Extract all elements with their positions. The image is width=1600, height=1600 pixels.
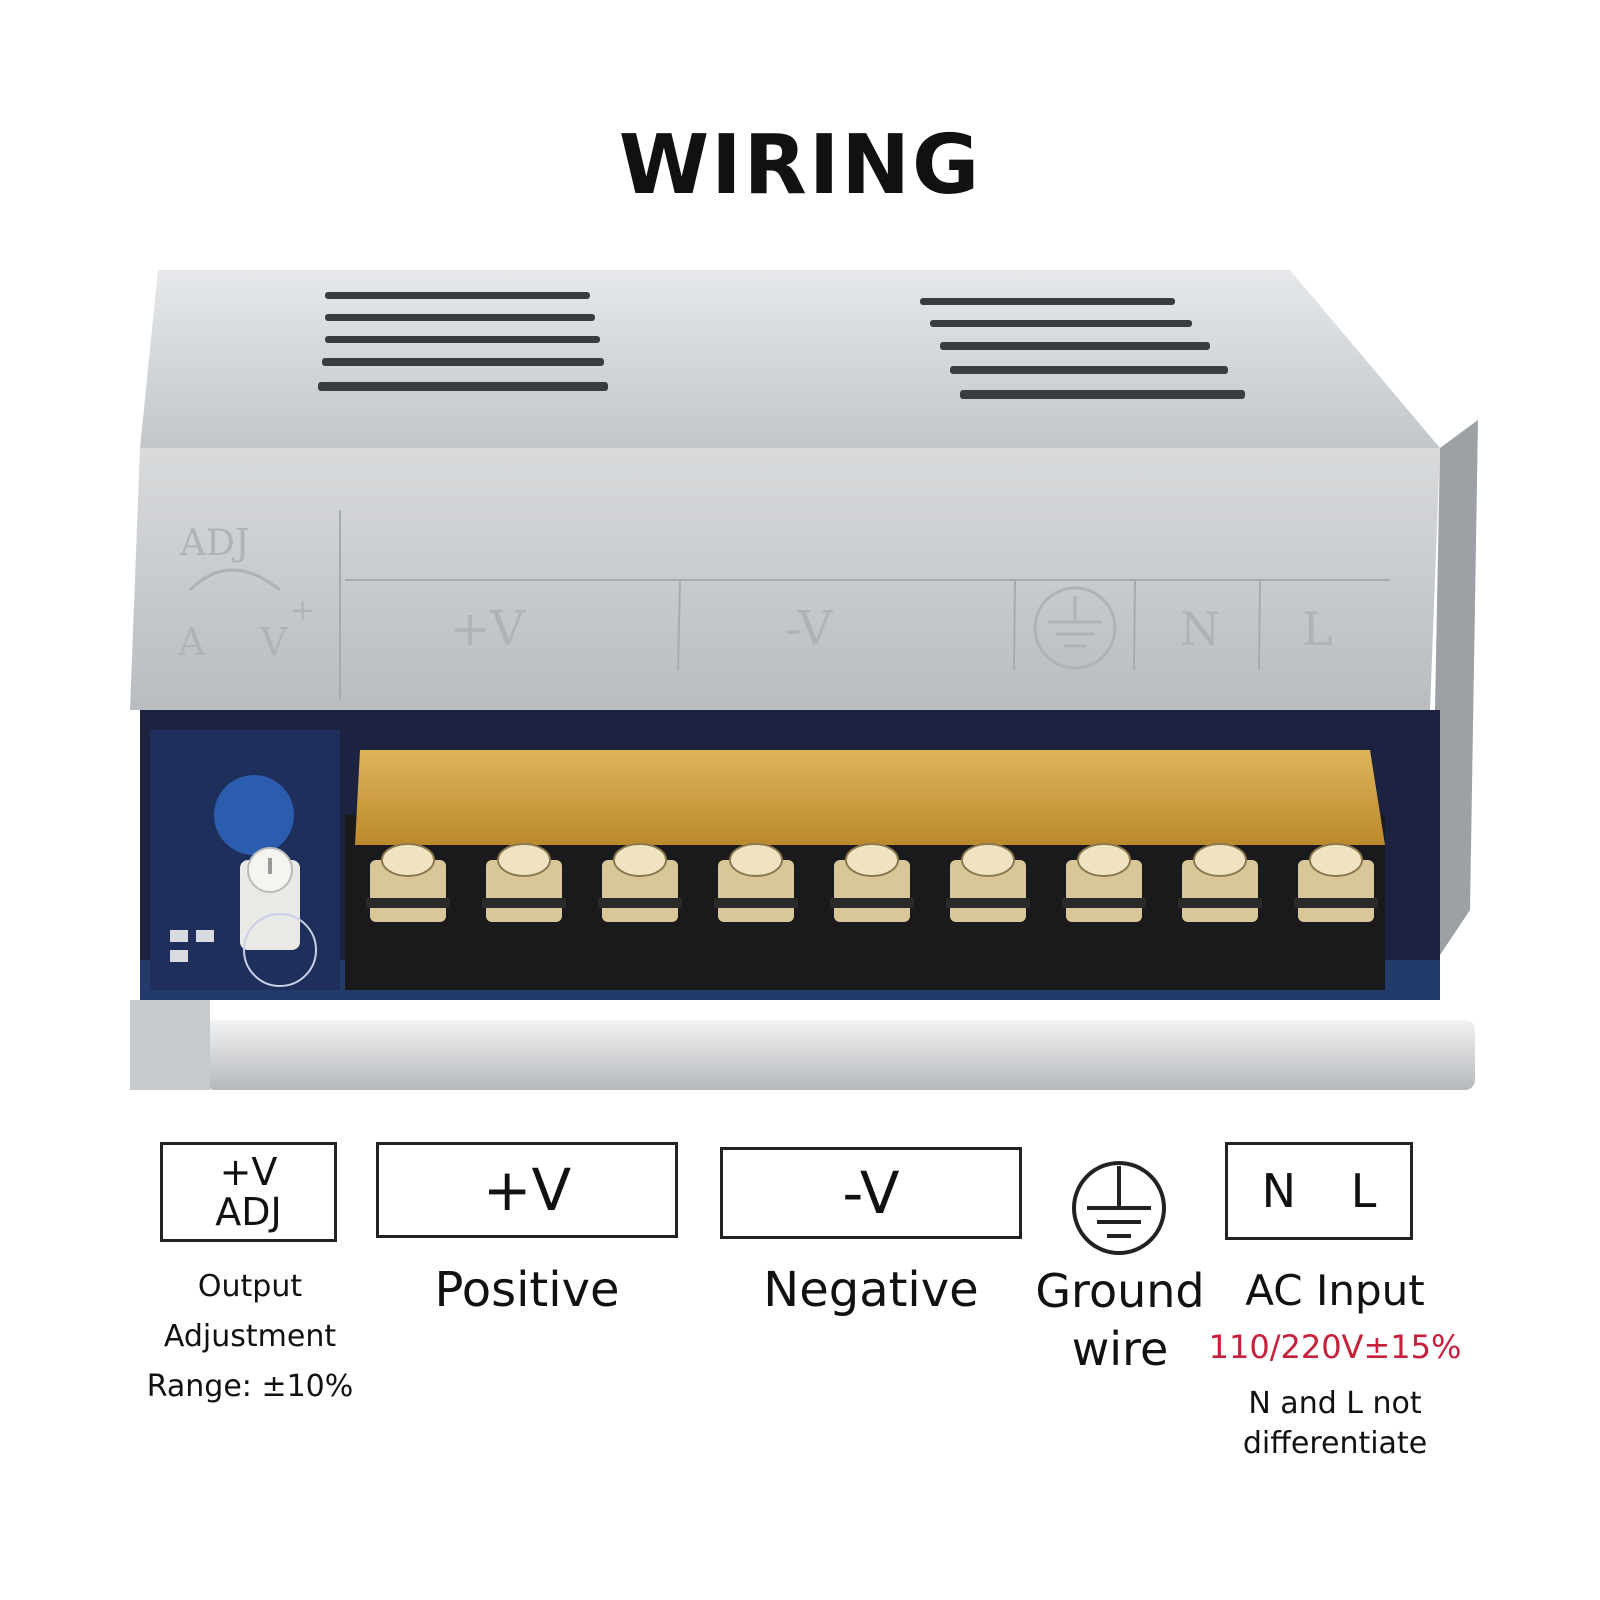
svg-text:V: V <box>259 620 288 664</box>
casing-bottom-rail <box>205 1020 1475 1090</box>
ground-symbol-icon <box>1072 1161 1166 1255</box>
terminal-screws <box>366 843 1378 922</box>
terminal-screw <box>714 843 798 922</box>
ground-marking-icon <box>1033 586 1117 670</box>
terminal-screw <box>598 843 682 922</box>
terminal-screw <box>1062 843 1146 922</box>
caption-negative: Negative <box>763 1262 979 1318</box>
negative-marking: -V <box>785 601 834 657</box>
vent-slots-right <box>920 298 1245 399</box>
power-supply-photo: ADJ A V + +V -V N L <box>130 270 1478 1090</box>
label-box-positive: +V <box>376 1142 678 1238</box>
page-title: WIRING <box>618 118 982 213</box>
terminal-cover <box>355 750 1385 845</box>
terminal-screw <box>366 843 450 922</box>
neutral-marking: N <box>1180 602 1220 656</box>
blue-capacitor <box>214 775 294 855</box>
caption-positive: Positive <box>434 1262 620 1318</box>
positive-marking: +V <box>450 601 526 657</box>
live-marking: L <box>1302 602 1333 656</box>
terminal-screw <box>1294 843 1378 922</box>
caption-nl-note: N and L not differentiate <box>1242 1386 1428 1461</box>
label-box-nl: N L <box>1225 1142 1413 1240</box>
caption-ground-wire: Ground wire <box>1035 1264 1205 1376</box>
svg-text:A: A <box>177 620 206 664</box>
terminal-screw <box>946 843 1030 922</box>
vent-slots-left <box>318 292 608 391</box>
terminal-screw <box>830 843 914 922</box>
ac-voltage-range: 110/220V±15% <box>1208 1328 1462 1366</box>
terminal-screw <box>1178 843 1262 922</box>
terminal-screw <box>482 843 566 922</box>
caption-ac-input: AC Input <box>1245 1266 1425 1315</box>
label-box-adj: +V ADJ <box>160 1142 337 1242</box>
svg-text:+: + <box>290 593 315 628</box>
adj-marking: ADJ <box>179 523 249 564</box>
label-box-negative: -V <box>720 1147 1022 1239</box>
caption-output-adjustment: Output Adjustment Range: ±10% <box>146 1269 354 1404</box>
